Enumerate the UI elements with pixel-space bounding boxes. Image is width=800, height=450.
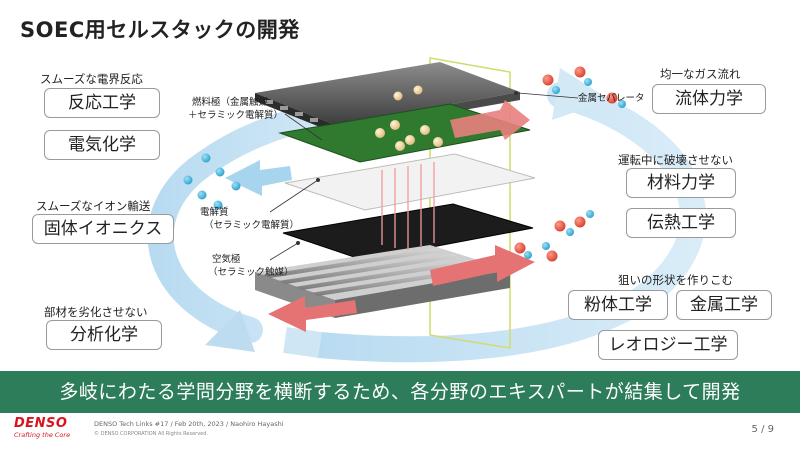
box-analytical-chemistry: 分析化学: [46, 320, 162, 350]
ion-flow-arrows: [381, 162, 435, 250]
page-number: 5 / 9: [751, 424, 774, 435]
ion-caption: スムーズなイオン輸送: [36, 199, 151, 213]
box-heat-transfer: 伝熱工学: [626, 208, 736, 238]
degradation-caption: 部材を劣化させない: [44, 305, 148, 319]
leader-lines: [269, 92, 579, 261]
electrolyte-layer: [284, 153, 536, 211]
denso-logo: DENSO: [14, 416, 68, 431]
air-electrode-label-1: 空気極: [212, 254, 241, 265]
event-info: DENSO Tech Links #17 / Feb 20th, 2023 / …: [94, 420, 284, 428]
fuel-electrode-label-2: ＋セラミック電解質）: [188, 110, 284, 121]
flow-caption: 均一なガス流れ: [660, 67, 741, 81]
separator-label: 金属セパレータ: [578, 93, 645, 104]
electrolyte-label-1: 電解質: [200, 207, 229, 218]
footer: [0, 413, 800, 450]
summary-banner: 多岐にわたる学問分野を横断するため、各分野のエキスパートが結集して開発: [0, 371, 800, 413]
red-arrow-upper: [450, 100, 530, 140]
molecules: [183, 66, 626, 262]
copyright: © DENSO CORPORATION All Rights Reserved.: [94, 431, 208, 437]
box-reaction-engineering: 反応工学: [44, 88, 160, 118]
electrolyte-label-2: （セラミック電解質）: [204, 220, 300, 231]
box-rheology: レオロジー工学: [598, 330, 738, 360]
logo-tagline: Crafting the Core: [14, 431, 71, 439]
page-title: SOEC用セルスタックの開発: [20, 18, 300, 42]
box-fluid-dynamics: 流体力学: [652, 84, 766, 114]
blue-arrow-left: [225, 160, 292, 196]
fuel-electrode-label-1: 燃料極（金属触媒: [192, 97, 269, 108]
shape-caption: 狙いの形状を作りこむ: [618, 273, 733, 287]
box-material-mechanics: 材料力学: [626, 168, 736, 198]
box-metallurgy: 金属工学: [676, 290, 772, 320]
break-caption: 運転中に破壊させない: [618, 153, 733, 167]
red-arrow-lower-right: [430, 245, 535, 286]
reaction-caption: スムーズな電界反応: [40, 72, 143, 86]
red-arrow-lower-left: [268, 296, 357, 332]
box-solid-state-ionics: 固体イオニクス: [32, 214, 174, 244]
box-powder-engineering: 粉体工学: [568, 290, 668, 320]
box-electrochemistry: 電気化学: [44, 130, 160, 160]
air-electrode-label-2: （セラミック触媒）: [208, 267, 294, 278]
